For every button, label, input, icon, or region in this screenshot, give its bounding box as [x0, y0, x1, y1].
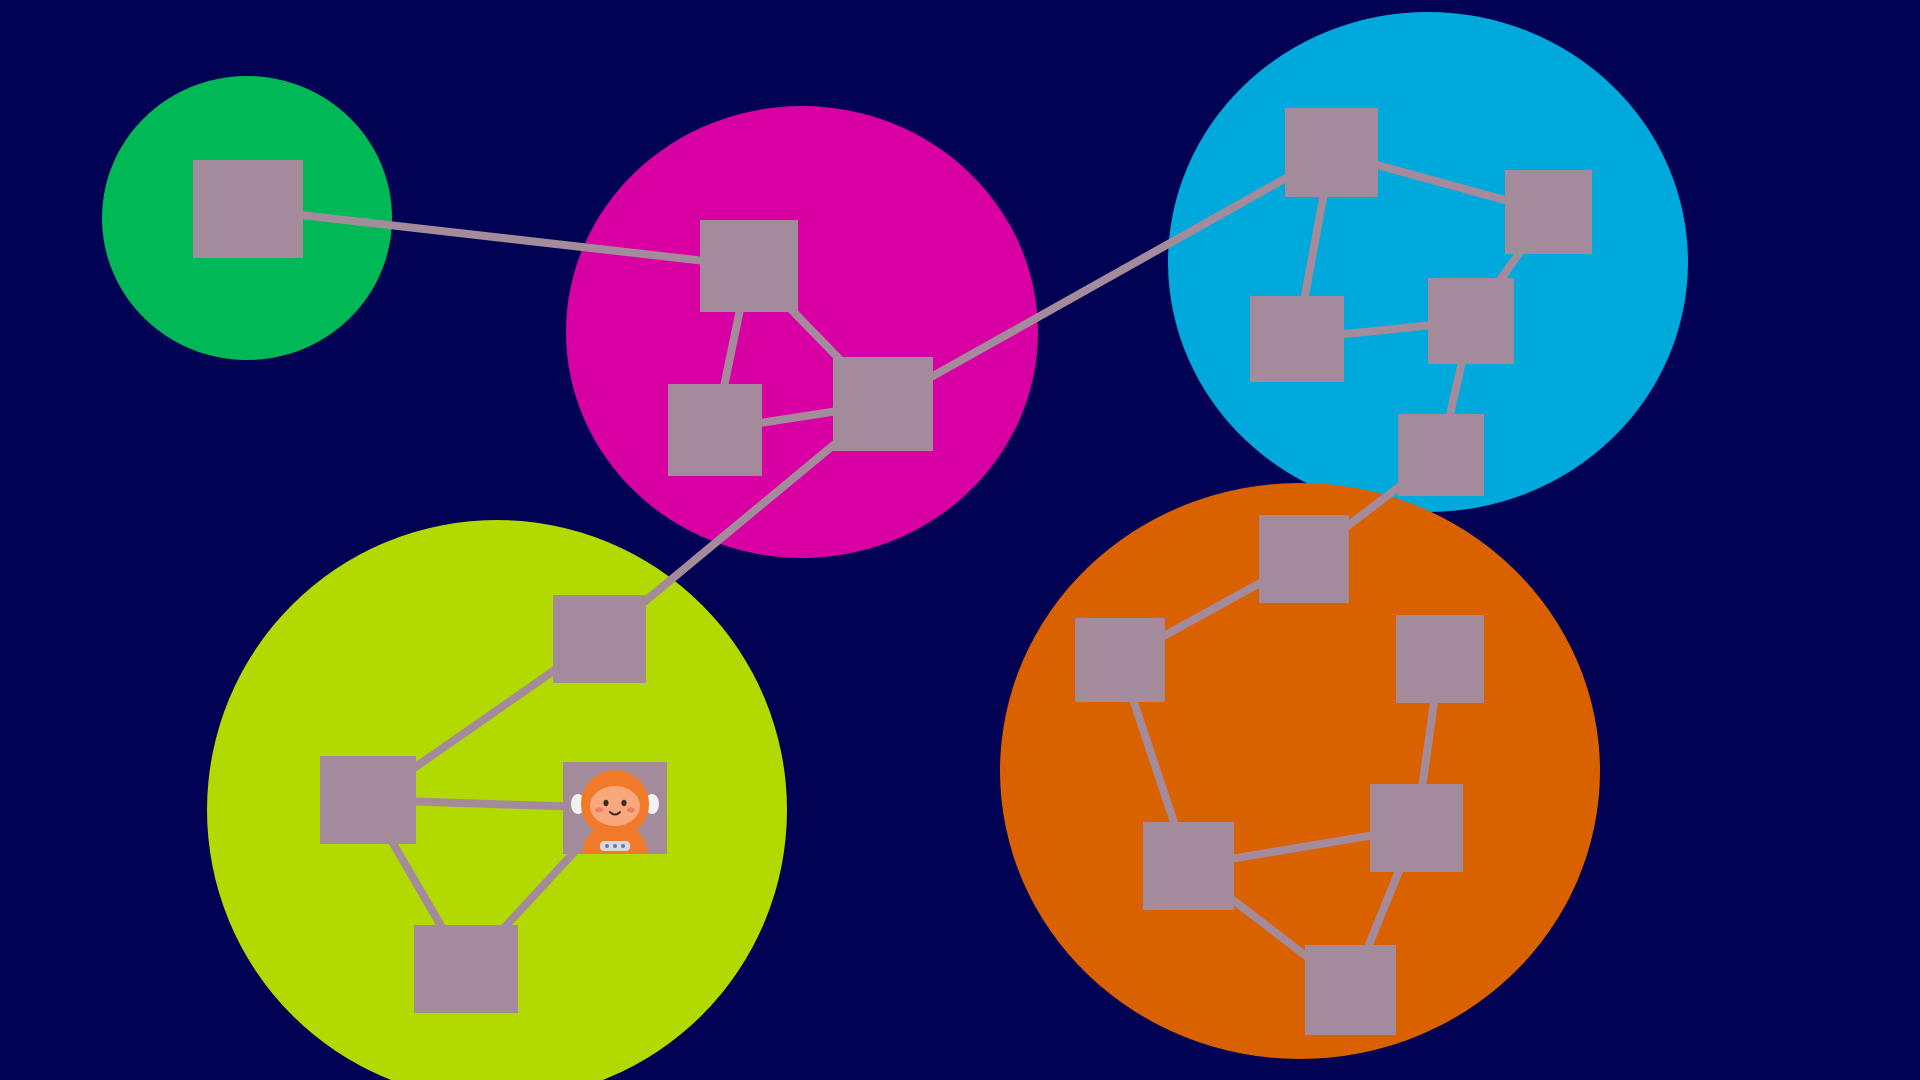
node-n13[interactable] [1143, 822, 1234, 910]
astronaut-left-cheek [595, 807, 603, 813]
astronaut-panel-dot [605, 844, 609, 848]
node-n12[interactable] [1396, 615, 1484, 703]
node-n7[interactable] [1250, 296, 1344, 382]
edge-n4-n5 [879, 148, 1336, 408]
node-n9[interactable] [1398, 414, 1484, 496]
node-n1[interactable] [193, 160, 303, 258]
astronaut-panel-dot [621, 844, 625, 848]
node-n11[interactable] [1075, 618, 1165, 702]
astronaut-panel-dot [613, 844, 617, 848]
node-n5[interactable] [1285, 108, 1378, 197]
node-n19[interactable] [414, 925, 518, 1013]
magenta-cluster [566, 106, 1038, 558]
astronaut-left-eye [603, 799, 609, 807]
nodes-layer [193, 108, 1592, 1035]
astronaut-face [590, 786, 640, 826]
node-n6[interactable] [1505, 170, 1592, 254]
astronaut-smile [609, 811, 621, 816]
node-n16[interactable] [553, 595, 646, 683]
node-n14[interactable] [1370, 784, 1463, 872]
node-n17[interactable] [320, 756, 416, 844]
node-n2[interactable] [700, 220, 798, 312]
astronaut-icon[interactable] [571, 770, 659, 854]
node-n8[interactable] [1428, 278, 1514, 364]
edge-n1-n2 [244, 205, 753, 270]
node-n15[interactable] [1305, 945, 1396, 1035]
astronaut-right-eye [621, 799, 627, 807]
astronaut-right-cheek [627, 807, 635, 813]
node-n4[interactable] [833, 357, 933, 451]
node-n10[interactable] [1259, 515, 1349, 603]
node-n3[interactable] [668, 384, 762, 476]
